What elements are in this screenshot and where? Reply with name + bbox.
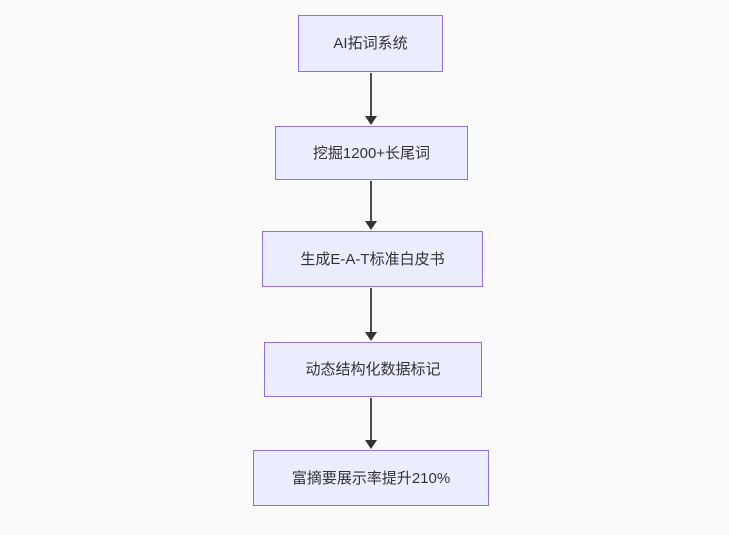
arrowhead-icon bbox=[365, 116, 377, 125]
arrowhead-icon bbox=[365, 221, 377, 230]
flow-node-rich-snippet-rate: 富摘要展示率提升210% bbox=[253, 450, 489, 506]
flow-node-dynamic-structured-data: 动态结构化数据标记 bbox=[264, 342, 482, 397]
arrowhead-icon bbox=[365, 440, 377, 449]
flow-node-generate-eat-whitepaper: 生成E-A-T标准白皮书 bbox=[262, 231, 483, 287]
arrow-n1-n2 bbox=[365, 73, 377, 125]
flow-node-mine-longtail-keywords: 挖掘1200+长尾词 bbox=[275, 126, 468, 180]
arrowhead-icon bbox=[365, 332, 377, 341]
arrow-n2-n3 bbox=[365, 181, 377, 230]
arrow-n3-n4 bbox=[365, 288, 377, 341]
flow-node-ai-keyword-system: AI拓词系统 bbox=[298, 15, 443, 72]
arrow-n4-n5 bbox=[365, 398, 377, 449]
